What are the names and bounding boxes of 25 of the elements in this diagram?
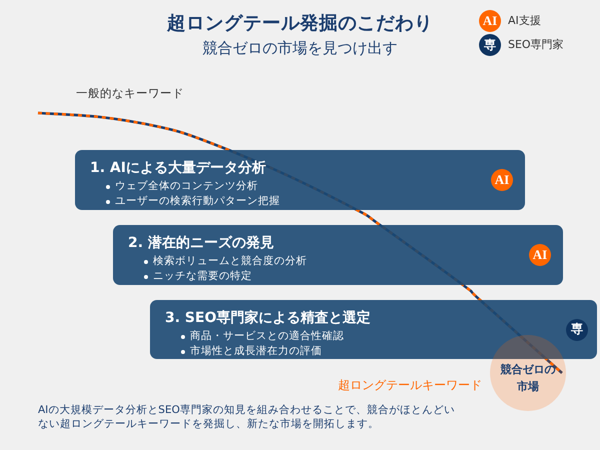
step-card (75, 150, 525, 210)
ai-badge: AI (491, 169, 513, 191)
ai-badge: AI (479, 10, 501, 32)
step-heading: 3. SEO専門家による精査と選定 (165, 309, 370, 327)
circle-label: 競合ゼロの市場 (500, 362, 556, 395)
ai-badge: AI (529, 244, 551, 266)
bullet-item: ニッチな需要の特定 (153, 269, 252, 284)
bullet-item: ウェブ全体のコンテンツ分析 (115, 179, 258, 194)
curve-label: 一般的なキーワード (76, 86, 184, 101)
caption: AIの大規模データ分析とSEO専門家の知見を組み合わせることで、競合がほとんどいない超ロングテールキーワードを発掘し、新たな市場を開拓します。 (38, 403, 456, 431)
step-heading: 1. AIによる大量データ分析 (90, 159, 266, 177)
bullet-item: 検索ボリュームと競合度の分析 (153, 254, 307, 269)
curve-label: 超ロングテールキーワード (338, 377, 482, 393)
expert-badge: 専 (566, 318, 588, 340)
bullet-item: ユーザーの検索行動パターン把握 (115, 194, 280, 209)
bullet-item: 市場性と成長潜在力の評価 (190, 344, 322, 359)
expert-badge: 専 (479, 34, 501, 56)
title: 超ロングテール発掘のこだわり (167, 12, 433, 36)
step-card (113, 225, 563, 285)
subtitle: 競合ゼロの市場を見つけ出す (202, 38, 398, 58)
step-heading: 2. 潜在的ニーズの発見 (128, 234, 274, 252)
step-card (150, 300, 597, 359)
bullet-item: 商品・サービスとの適合性確認 (190, 329, 344, 344)
legend-label: AI支援 (508, 14, 541, 28)
legend-label: SEO専門家 (508, 38, 564, 52)
